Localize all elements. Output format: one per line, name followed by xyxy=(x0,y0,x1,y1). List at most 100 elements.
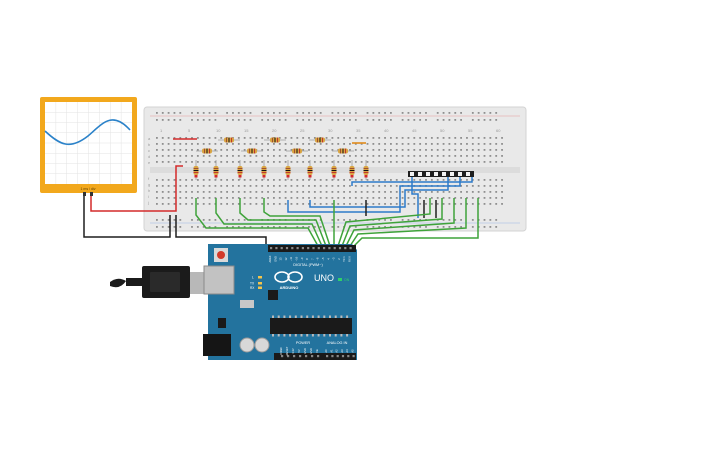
pin-label: ~6 xyxy=(316,257,320,261)
led-tx-label: TX xyxy=(250,282,255,286)
switch-bank[interactable] xyxy=(408,171,474,177)
resistor[interactable] xyxy=(349,160,355,180)
header-pin[interactable] xyxy=(326,355,329,358)
header-pin[interactable] xyxy=(291,247,294,250)
header-pin[interactable] xyxy=(344,247,347,250)
green-wire-rx[interactable] xyxy=(353,198,479,247)
resistor[interactable] xyxy=(309,137,331,143)
green-wire-d8[interactable] xyxy=(215,198,323,247)
capacitor-2-icon xyxy=(254,337,270,353)
header-pin[interactable] xyxy=(280,247,283,250)
header-pin[interactable] xyxy=(299,355,302,358)
header-pin[interactable] xyxy=(293,355,296,358)
resistor[interactable] xyxy=(237,160,243,180)
breadboard-hole xyxy=(395,161,398,163)
header-pin[interactable] xyxy=(333,247,336,250)
breadboard-hole xyxy=(349,161,351,163)
switch-key[interactable] xyxy=(458,172,462,176)
oscilloscope-terminal-plus[interactable] xyxy=(90,192,93,196)
breadboard-hole xyxy=(331,137,334,139)
breadboard-hole xyxy=(167,137,170,139)
switch-key[interactable] xyxy=(466,172,470,176)
header-pin[interactable] xyxy=(287,355,290,358)
resistor[interactable] xyxy=(285,160,291,180)
switch-key[interactable] xyxy=(442,172,446,176)
green-wire-d6[interactable] xyxy=(263,198,331,247)
breadboard-hole xyxy=(343,155,345,157)
blue-wire-3[interactable] xyxy=(309,177,449,208)
breadboard-hole xyxy=(436,191,439,193)
resistor[interactable] xyxy=(241,148,263,154)
resistor[interactable] xyxy=(218,137,240,143)
switch-key[interactable] xyxy=(426,172,430,176)
rail-hole xyxy=(278,226,281,228)
green-wire-d7[interactable] xyxy=(239,198,327,247)
resistor[interactable] xyxy=(196,148,218,154)
switch-keys[interactable] xyxy=(410,172,470,176)
oscilloscope-terminal-minus[interactable] xyxy=(83,192,86,196)
resistor[interactable] xyxy=(264,137,286,143)
arduino-brand-label: ARDUINO xyxy=(280,285,299,290)
header-pin[interactable] xyxy=(331,355,334,358)
header-pin[interactable] xyxy=(285,247,289,250)
header-pin[interactable] xyxy=(317,355,320,358)
switch-key[interactable] xyxy=(434,172,438,176)
breadboard-hole xyxy=(419,197,422,199)
breadboard-hole xyxy=(202,197,205,199)
breadboard-hole xyxy=(337,137,340,139)
green-wire-d4[interactable] xyxy=(337,198,431,247)
header-pin[interactable] xyxy=(311,355,314,358)
header-pin[interactable] xyxy=(349,247,352,250)
resistor[interactable] xyxy=(286,148,308,154)
header-pin[interactable] xyxy=(323,247,326,250)
digital-header[interactable] xyxy=(268,245,356,252)
header-pin[interactable] xyxy=(352,355,355,358)
wires[interactable] xyxy=(83,138,479,247)
rail-hole xyxy=(384,112,386,114)
header-pin[interactable] xyxy=(270,247,273,250)
breadboard-hole xyxy=(308,191,310,193)
header-pin[interactable] xyxy=(338,247,342,250)
resistor-ladder[interactable] xyxy=(193,137,369,181)
green-wire-tx[interactable] xyxy=(349,198,467,247)
blue-wire-4[interactable] xyxy=(411,177,419,218)
header-pin[interactable] xyxy=(281,355,284,358)
header-pin[interactable] xyxy=(305,355,308,358)
breadboard-hole xyxy=(156,203,158,205)
header-pin[interactable] xyxy=(317,247,320,250)
header-pin[interactable] xyxy=(312,247,315,250)
pin-label: ~5 xyxy=(321,257,325,261)
header-pin[interactable] xyxy=(301,247,304,250)
scope-probe-red-wire[interactable] xyxy=(90,165,183,212)
green-wire-d9[interactable] xyxy=(195,198,319,247)
header-pin[interactable] xyxy=(328,247,331,250)
rail-hole xyxy=(179,112,182,114)
resistor[interactable] xyxy=(261,160,267,180)
green-wire-d3[interactable] xyxy=(341,198,443,247)
header-pin[interactable] xyxy=(307,247,310,250)
green-wire-d2[interactable] xyxy=(345,198,455,247)
header-pin[interactable] xyxy=(341,355,345,358)
switch-key[interactable] xyxy=(450,172,454,176)
dc-power-jack[interactable] xyxy=(203,334,231,356)
breadboard-hole xyxy=(331,161,334,163)
switch-key[interactable] xyxy=(418,172,422,176)
breadboard-hole xyxy=(313,137,316,139)
usb-b-jack[interactable] xyxy=(203,265,235,295)
scope-probe-black-wire[interactable] xyxy=(83,196,171,238)
rail-hole xyxy=(214,112,217,114)
header-pin[interactable] xyxy=(296,247,299,250)
switch-key[interactable] xyxy=(410,172,414,176)
header-pin[interactable] xyxy=(336,355,339,358)
header-pin[interactable] xyxy=(275,247,278,250)
oscilloscope[interactable]: 1 ms / div xyxy=(40,97,137,196)
ground-wire[interactable] xyxy=(175,215,267,246)
resistor-lead-tip xyxy=(332,175,336,178)
usb-cable[interactable] xyxy=(110,266,212,298)
blue-wire-2[interactable] xyxy=(287,177,461,213)
reset-button-cap-icon[interactable] xyxy=(217,251,225,259)
header-pin[interactable] xyxy=(347,355,350,358)
resistor[interactable] xyxy=(332,148,354,154)
